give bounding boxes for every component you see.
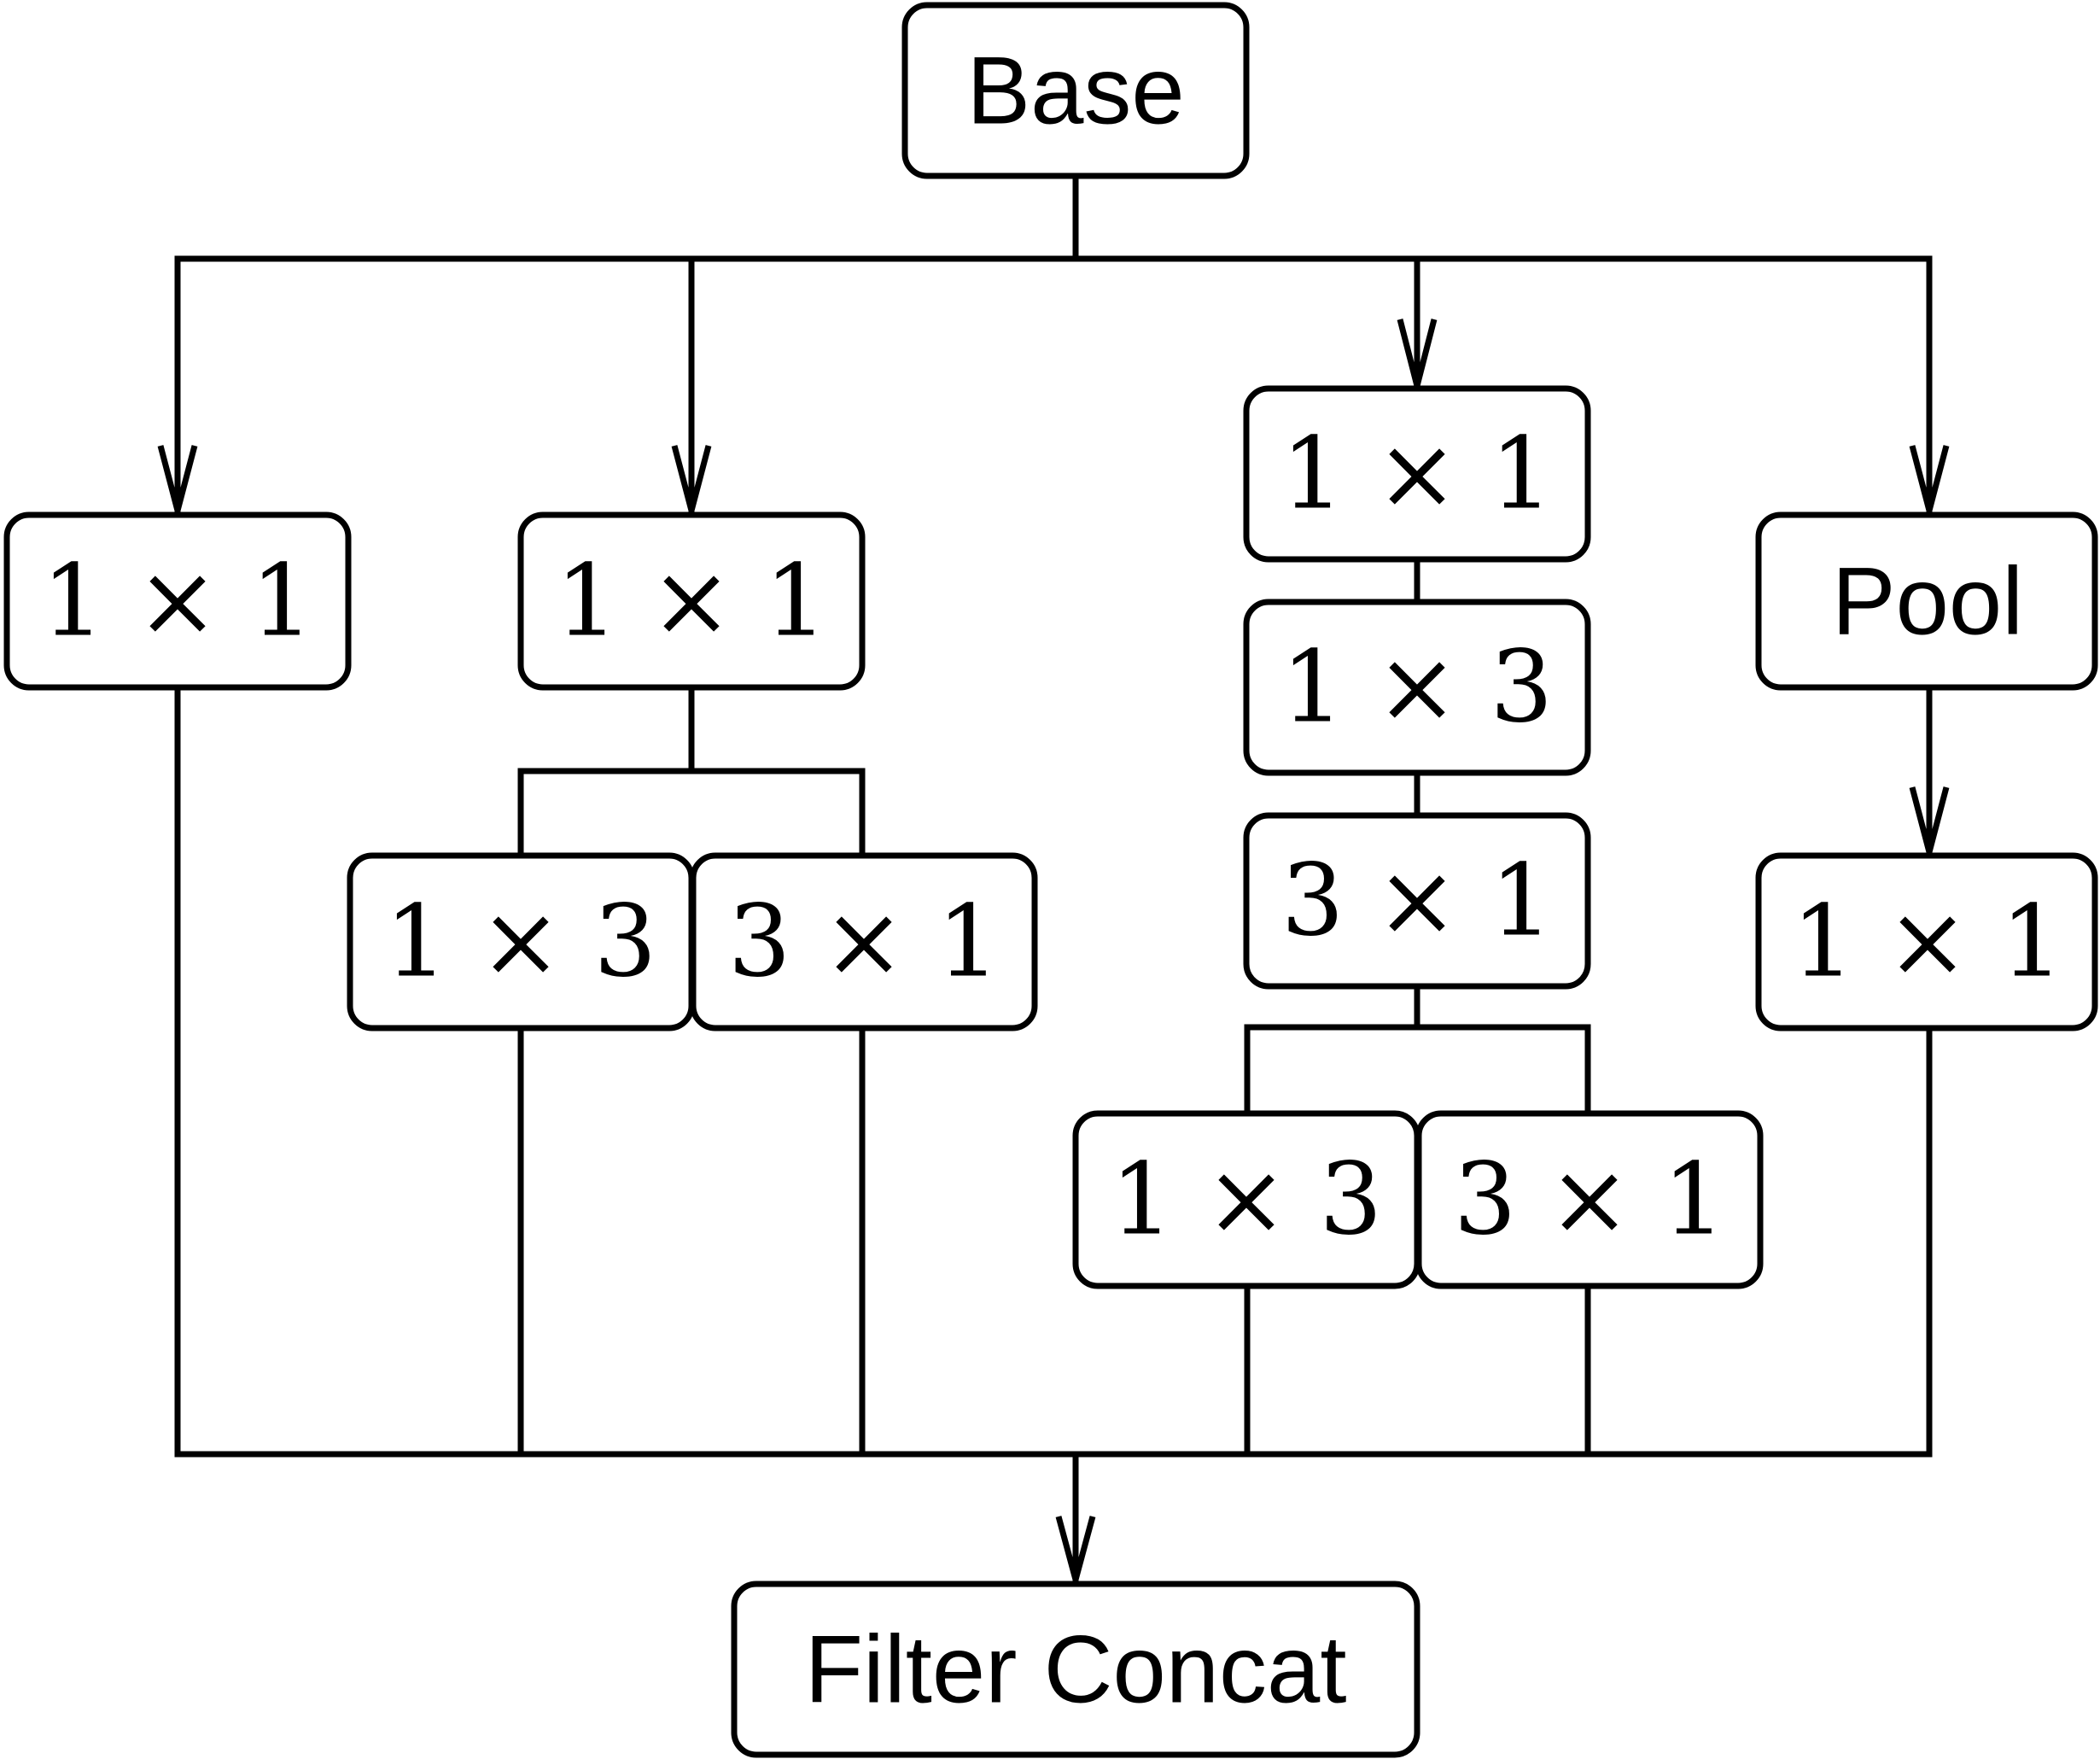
node-branch1-conv-label: 1 × 1 [42,544,314,659]
arrowhead-pool-conv [1909,786,1950,864]
node-branch2-split-a: 1 × 3 [347,852,695,1031]
node-branch3-conv3-label: 3 × 1 [1281,844,1554,959]
node-base: Base [901,2,1250,179]
arrowhead-branch2 [671,445,712,523]
node-pool-conv-label: 1 × 1 [1792,885,2064,1000]
node-branch2-split-b-label: 3 × 1 [728,885,1000,1000]
edge-branch2-split [517,687,866,857]
node-branch2-conv: 1 × 1 [517,511,866,691]
node-branch3-split-a-label: 1 × 3 [1111,1142,1383,1258]
arrowhead-concat [1055,1516,1096,1592]
node-base-label: Base [966,38,1184,144]
node-filter-concat: Filter Concat [731,1581,1420,1758]
edge-branch3-split [1244,985,1591,1115]
node-branch3-conv1: 1 × 1 [1243,385,1591,563]
node-branch3-conv3: 3 × 1 [1243,812,1591,990]
node-branch3-split-a: 1 × 3 [1072,1110,1420,1289]
node-filter-concat-label: Filter Concat [805,1616,1347,1723]
arrowhead-branch1 [157,445,198,523]
node-branch3-split-b-label: 3 × 1 [1454,1142,1726,1258]
node-branch3-conv1-label: 1 × 1 [1281,417,1554,532]
connectors [174,174,1933,1583]
node-branch3-conv2-label: 1 × 3 [1281,630,1554,745]
node-pool: Pool [1755,511,2098,691]
node-branch2-conv-label: 1 × 1 [556,544,828,659]
node-branch3-conv2: 1 × 3 [1243,599,1591,776]
node-pool-conv: 1 × 1 [1755,852,2098,1031]
node-branch1-conv: 1 × 1 [3,511,352,691]
arrowhead-pool [1909,445,1950,523]
arrowheads [157,318,1950,1592]
node-branch3-split-b: 3 × 1 [1415,1110,1764,1289]
node-branch2-split-a-label: 1 × 3 [385,885,657,1000]
node-pool-label: Pool [1832,548,2023,655]
node-branch2-split-b: 3 × 1 [690,852,1038,1031]
